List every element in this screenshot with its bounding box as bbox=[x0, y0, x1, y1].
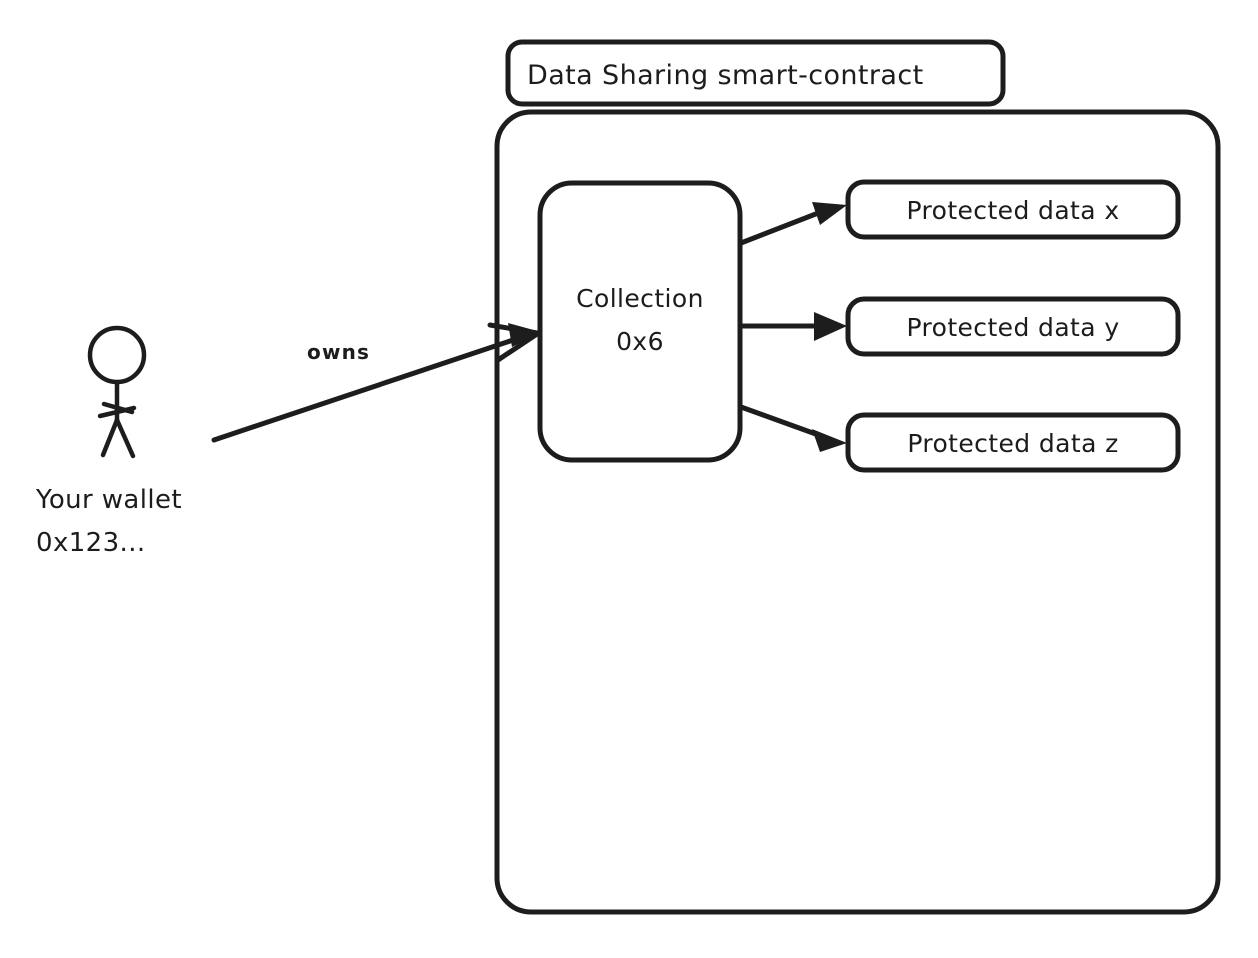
actor-leg-right-icon bbox=[114, 417, 136, 459]
protected-data-z-shape bbox=[845, 412, 1181, 473]
arrow-head-collection-x bbox=[812, 202, 847, 225]
actor-leg-left-icon bbox=[100, 417, 120, 458]
protected-data-x-shape bbox=[845, 179, 1181, 240]
edge-line-collection-z bbox=[738, 404, 827, 440]
wallet-actor-label-line2: 0x123... bbox=[36, 528, 146, 558]
protected-data-z-node[interactable]: Protected data z bbox=[845, 412, 1181, 473]
arrow-head-collection-y bbox=[814, 312, 847, 341]
edge-line-collection-x bbox=[738, 207, 829, 246]
protected-data-x-label: Protected data x bbox=[906, 196, 1119, 225]
collection-node-label-line2: 0x6 bbox=[616, 327, 664, 356]
edge-head-stroke-owns-lower bbox=[495, 331, 540, 363]
edge-line-owns bbox=[211, 330, 537, 443]
wallet-actor[interactable]: Your wallet 0x123... bbox=[35, 325, 182, 558]
actor-head-icon bbox=[87, 325, 147, 385]
smart-contract-title-shape bbox=[505, 39, 1006, 107]
arrow-head-owns bbox=[508, 323, 541, 347]
protected-data-y-label: Protected data y bbox=[906, 313, 1119, 342]
smart-contract-title-label[interactable]: Data Sharing smart-contract bbox=[505, 39, 1006, 107]
edge-collection-to-protected-data-y bbox=[738, 312, 847, 341]
collection-node-label-line1: Collection bbox=[576, 284, 704, 313]
smart-contract-title-text: Data Sharing smart-contract bbox=[527, 60, 924, 91]
collection-node-shape bbox=[537, 180, 743, 463]
arrow-head-collection-z bbox=[812, 429, 847, 452]
edge-label-owns: owns bbox=[307, 340, 370, 364]
edge-collection-to-protected-data-x bbox=[738, 202, 847, 246]
protected-data-y-shape bbox=[845, 296, 1181, 357]
wallet-actor-label-line1: Your wallet bbox=[35, 485, 182, 515]
edge-wallet-owns-collection: owns bbox=[211, 322, 541, 443]
edge-collection-to-protected-data-z bbox=[738, 404, 847, 452]
protected-data-y-node[interactable]: Protected data y bbox=[845, 296, 1181, 357]
collection-node[interactable]: Collection 0x6 bbox=[537, 180, 743, 463]
actor-arm-right-icon bbox=[101, 401, 135, 415]
protected-data-z-label: Protected data z bbox=[907, 429, 1118, 458]
protected-data-x-node[interactable]: Protected data x bbox=[845, 179, 1181, 240]
